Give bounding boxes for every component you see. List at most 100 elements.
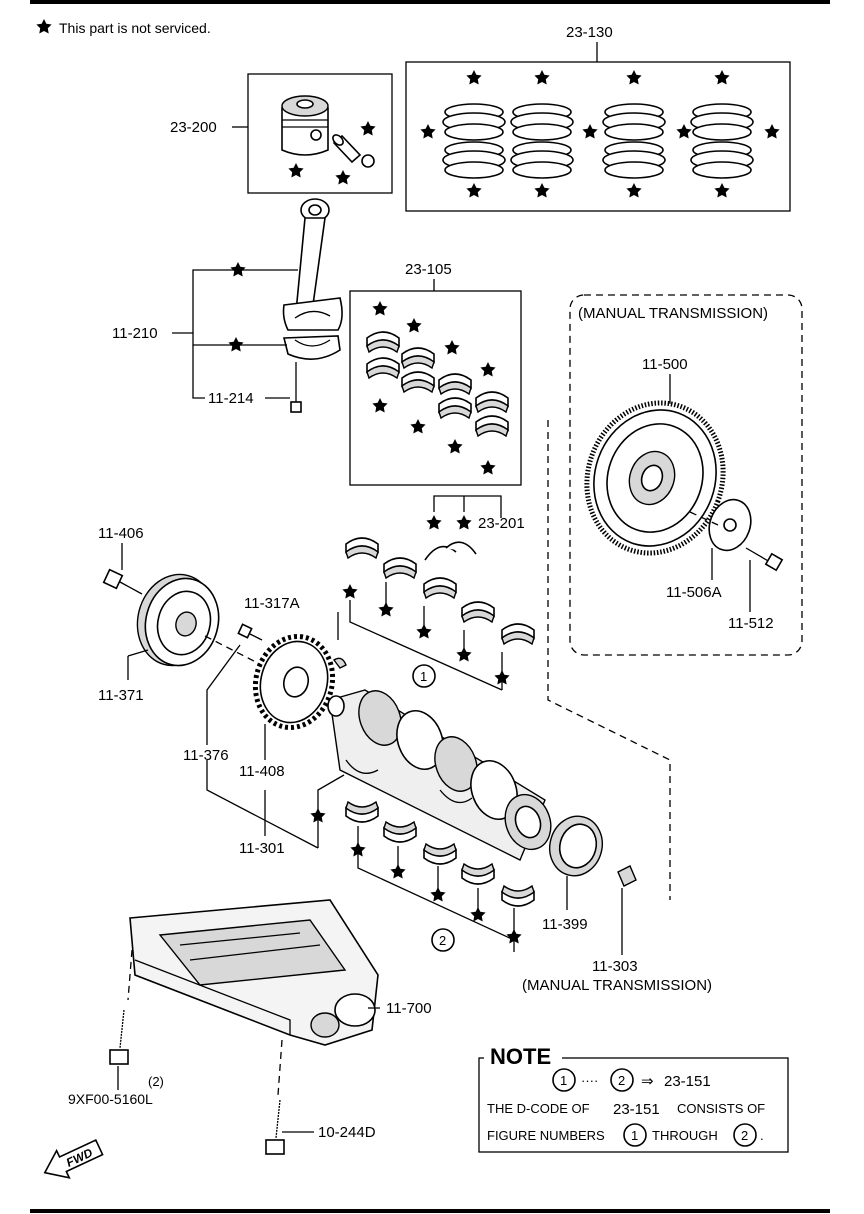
pilot-bushing <box>617 865 637 887</box>
note-line2-code[interactable]: 23-151 <box>613 1101 660 1118</box>
star-icon <box>288 163 304 178</box>
label-11-512[interactable]: 11-512 <box>728 615 774 632</box>
thrust-washers <box>424 541 477 561</box>
star-icon <box>372 398 388 413</box>
figure-number-1-text: 1 <box>420 669 427 684</box>
note-circle-1 <box>552 1068 576 1092</box>
flywheel-bolt <box>745 547 784 572</box>
label-11-317a[interactable]: 11-317A <box>244 595 300 612</box>
piston-pin <box>332 134 375 168</box>
label-11-210[interactable]: 11-210 <box>112 325 158 342</box>
rod-bearing-shells <box>366 331 509 437</box>
star-icon <box>466 183 482 198</box>
note-title-bg <box>484 1043 562 1067</box>
note-code-23-151[interactable]: 23-151 <box>664 1073 711 1090</box>
star-icon <box>410 419 426 434</box>
star-icon <box>420 124 436 139</box>
star-icon <box>534 70 550 85</box>
connecting-rod <box>282 198 343 360</box>
star-icon <box>626 70 642 85</box>
label-10-244d[interactable]: 10-244D <box>318 1124 376 1141</box>
label-11-399[interactable]: 11-399 <box>542 916 588 933</box>
crank-sensor-plate <box>252 633 336 731</box>
star-icon <box>360 121 376 136</box>
note-title: NOTE <box>490 1044 551 1069</box>
piston-ring-box <box>405 61 791 212</box>
star-icon <box>626 183 642 198</box>
label-11-214[interactable]: 11-214 <box>208 390 254 407</box>
label-11-371[interactable]: 11-371 <box>98 687 144 704</box>
star-icon <box>447 439 463 454</box>
piston-box <box>247 73 393 194</box>
note-line2-a: THE D-CODE OF <box>487 1101 590 1116</box>
star-icon <box>456 647 472 662</box>
star-icon <box>335 170 351 185</box>
label-23-130[interactable]: 23-130 <box>566 24 613 41</box>
figure-number-2 <box>431 928 455 952</box>
label-manual-transmission-top: (MANUAL TRANSMISSION) <box>578 305 768 322</box>
star-icon <box>416 624 432 639</box>
bottom-rule <box>30 1209 830 1213</box>
bolt-9xf00 <box>109 1009 129 1065</box>
figure-number-2-text: 2 <box>439 933 446 948</box>
woodruff-key <box>332 657 347 669</box>
flywheel <box>584 400 726 556</box>
top-rule <box>30 0 830 4</box>
note-line3-circle-2 <box>733 1123 757 1147</box>
note-dots: ···· <box>581 1073 598 1088</box>
star-icon <box>714 183 730 198</box>
note-line3-circle-2-text: 2 <box>741 1128 748 1143</box>
star-icon <box>480 460 496 475</box>
label-11-303[interactable]: 11-303 <box>592 958 638 975</box>
label-11-301[interactable]: 11-301 <box>239 840 285 857</box>
star-icon <box>480 362 496 377</box>
star-icon <box>470 907 486 922</box>
bolt-10-244d <box>265 1099 285 1155</box>
label-9xf00-5160l[interactable]: 9XF00-5160L <box>68 1091 153 1107</box>
star-icon <box>534 183 550 198</box>
label-11-406[interactable]: 11-406 <box>98 525 144 542</box>
star-icon <box>426 515 442 530</box>
note-circle-2-text: 2 <box>618 1073 625 1088</box>
rod-bolt <box>290 362 302 413</box>
fwd-arrow-icon: FWD <box>43 1139 104 1179</box>
flywheel-plate <box>708 498 752 552</box>
label-manual-transmission-bottom: (MANUAL TRANSMISSION) <box>522 977 712 994</box>
manual-transmission-box <box>569 294 803 656</box>
star-icon <box>456 515 472 530</box>
crankshaft-pulley <box>136 573 220 667</box>
legend-text: This part is not serviced. <box>59 20 211 36</box>
rod-bearing-box <box>349 290 522 486</box>
bolt-11-376 <box>237 623 263 641</box>
label-qty-2: (2) <box>148 1074 164 1089</box>
star-icon <box>430 887 446 902</box>
star-icon <box>714 70 730 85</box>
note-line3-b: THROUGH <box>652 1128 718 1143</box>
star-icon <box>230 262 246 277</box>
piston-ring-sets <box>442 103 754 179</box>
label-23-200[interactable]: 23-200 <box>170 119 217 136</box>
star-icon <box>228 337 244 352</box>
star-icon <box>676 124 692 139</box>
note-circle-1-text: 1 <box>560 1073 567 1088</box>
pulley-bolt <box>102 568 143 595</box>
note-line3-circle-1-text: 1 <box>631 1128 638 1143</box>
star-icon <box>342 584 358 599</box>
note-arrow: ⇒ <box>641 1073 654 1090</box>
label-11-376[interactable]: 11-376 <box>183 747 229 764</box>
note-circle-2 <box>610 1068 634 1092</box>
note-line3-circle-1 <box>623 1123 647 1147</box>
figure-number-1 <box>412 664 436 688</box>
star-icon <box>378 602 394 617</box>
label-23-105[interactable]: 23-105 <box>405 261 452 278</box>
piston <box>281 95 329 156</box>
label-11-506a[interactable]: 11-506A <box>666 584 722 601</box>
star-icon <box>466 70 482 85</box>
label-11-700[interactable]: 11-700 <box>386 1000 432 1017</box>
label-11-408[interactable]: 11-408 <box>239 763 285 780</box>
star-icon <box>582 124 598 139</box>
label-23-201[interactable]: 23-201 <box>478 515 525 532</box>
label-11-500[interactable]: 11-500 <box>642 356 688 373</box>
star-icon <box>390 864 406 879</box>
